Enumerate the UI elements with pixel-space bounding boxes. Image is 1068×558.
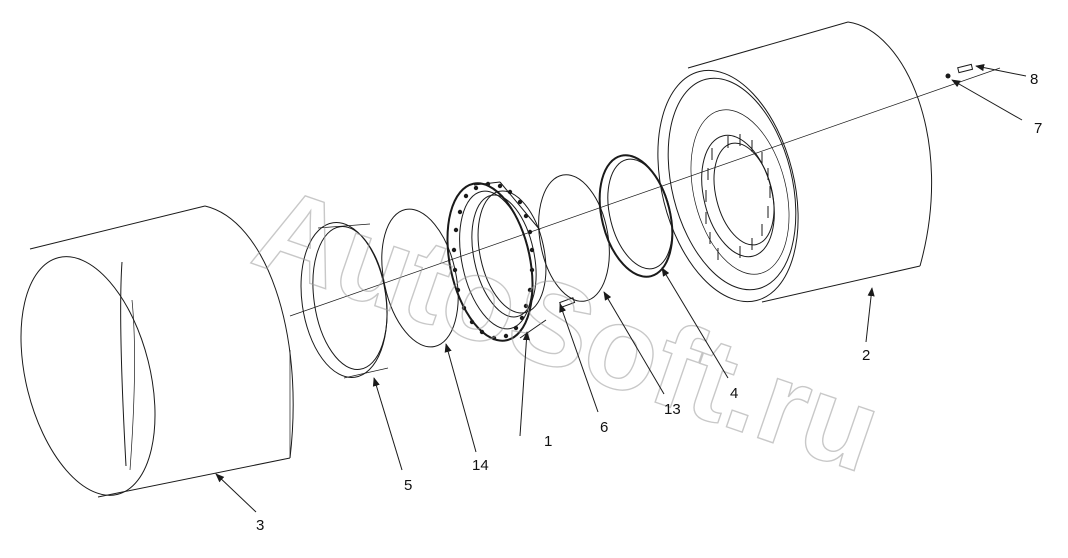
part-5-ring (300, 222, 389, 379)
callout-7: 7 (1034, 120, 1042, 137)
autosoft-watermark: AutoSoft.ru (239, 161, 897, 498)
callout-8: 8 (1030, 71, 1038, 88)
part-7-plug (945, 73, 951, 79)
callout-6: 6 (600, 419, 608, 436)
callout-4: 4 (730, 385, 738, 402)
callout-3: 3 (256, 517, 264, 534)
part-2-drum-cylinder (657, 21, 933, 303)
center-axis-line (289, 67, 1001, 317)
plate-teeth (451, 181, 535, 341)
part-8-pin (957, 63, 974, 74)
svg-text:AutoSoft.ru: AutoSoft.ru (240, 162, 896, 498)
part-4-seal-ring (598, 154, 674, 278)
callout-14: 14 (472, 457, 489, 474)
callout-5: 5 (404, 477, 412, 494)
part-1-toothed-plate (446, 181, 547, 342)
part-13-o-ring (538, 174, 610, 302)
callout-1: 1 (544, 433, 552, 450)
drum-splines (705, 134, 771, 260)
callout-labels: 1 2 3 4 5 6 7 8 13 14 (256, 71, 1042, 534)
callout-leaders (215, 64, 1027, 513)
callout-2: 2 (862, 347, 870, 364)
part-3-housing-cylinder (20, 205, 294, 498)
callout-13: 13 (664, 401, 681, 418)
